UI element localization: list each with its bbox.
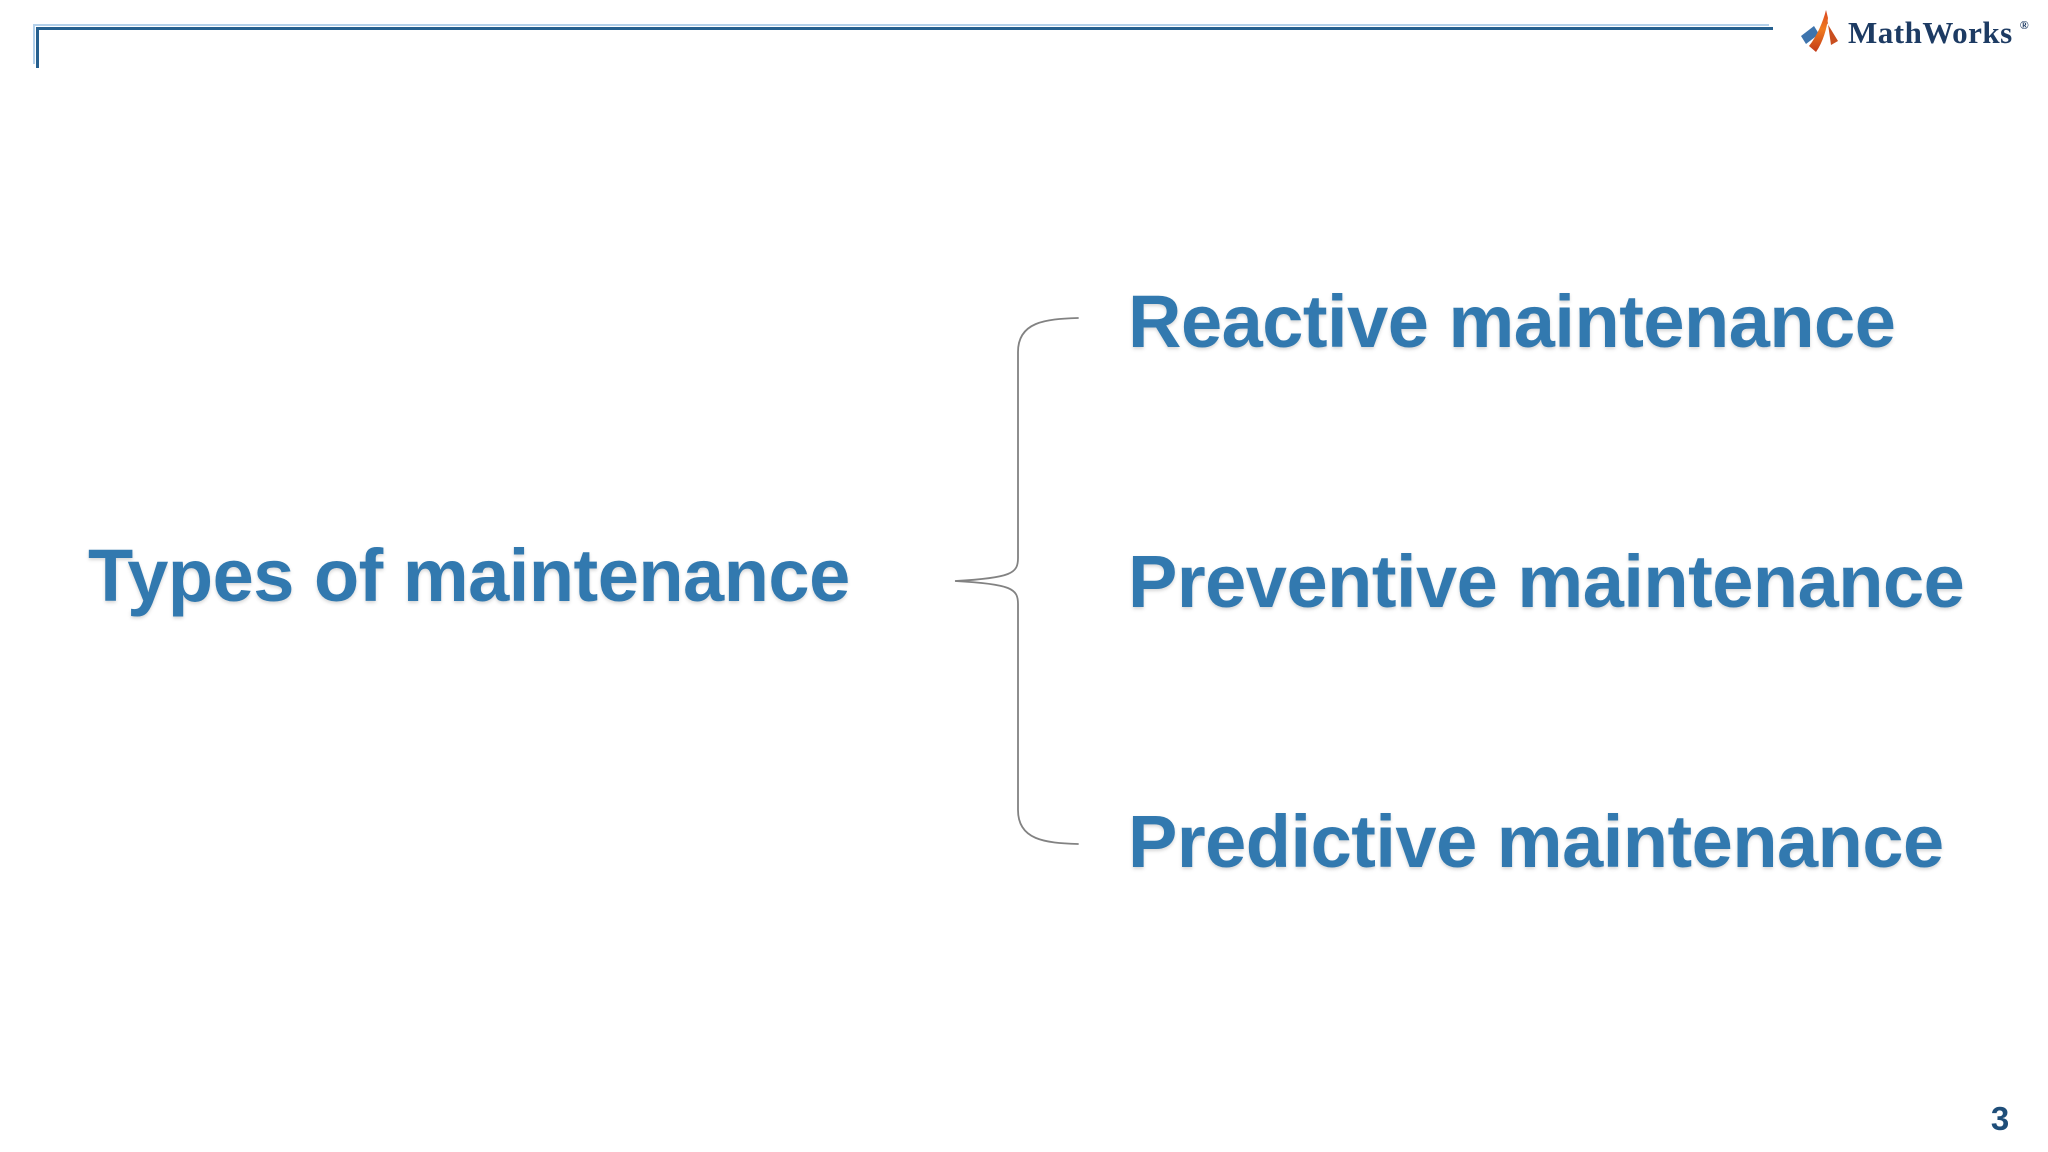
maintenance-type-predictive: Predictive maintenance bbox=[1128, 800, 1944, 883]
page-number: 3 bbox=[1990, 1100, 2010, 1137]
top-rule-highlight bbox=[33, 24, 1769, 64]
mathworks-wordmark: MathWorks bbox=[1848, 14, 2013, 50]
slide-title: Types of maintenance bbox=[88, 534, 850, 617]
maintenance-type-preventive: Preventive maintenance bbox=[1128, 540, 1965, 623]
top-rule-line bbox=[36, 27, 1773, 68]
registered-trademark-symbol: ® bbox=[2019, 18, 2029, 32]
mathworks-logo: MathWorks ® bbox=[1799, 6, 2029, 58]
mathworks-membrane-icon bbox=[1801, 10, 1838, 52]
top-rule bbox=[33, 24, 1773, 69]
maintenance-type-reactive: Reactive maintenance bbox=[1128, 280, 1896, 363]
curly-brace-icon bbox=[954, 317, 1079, 845]
